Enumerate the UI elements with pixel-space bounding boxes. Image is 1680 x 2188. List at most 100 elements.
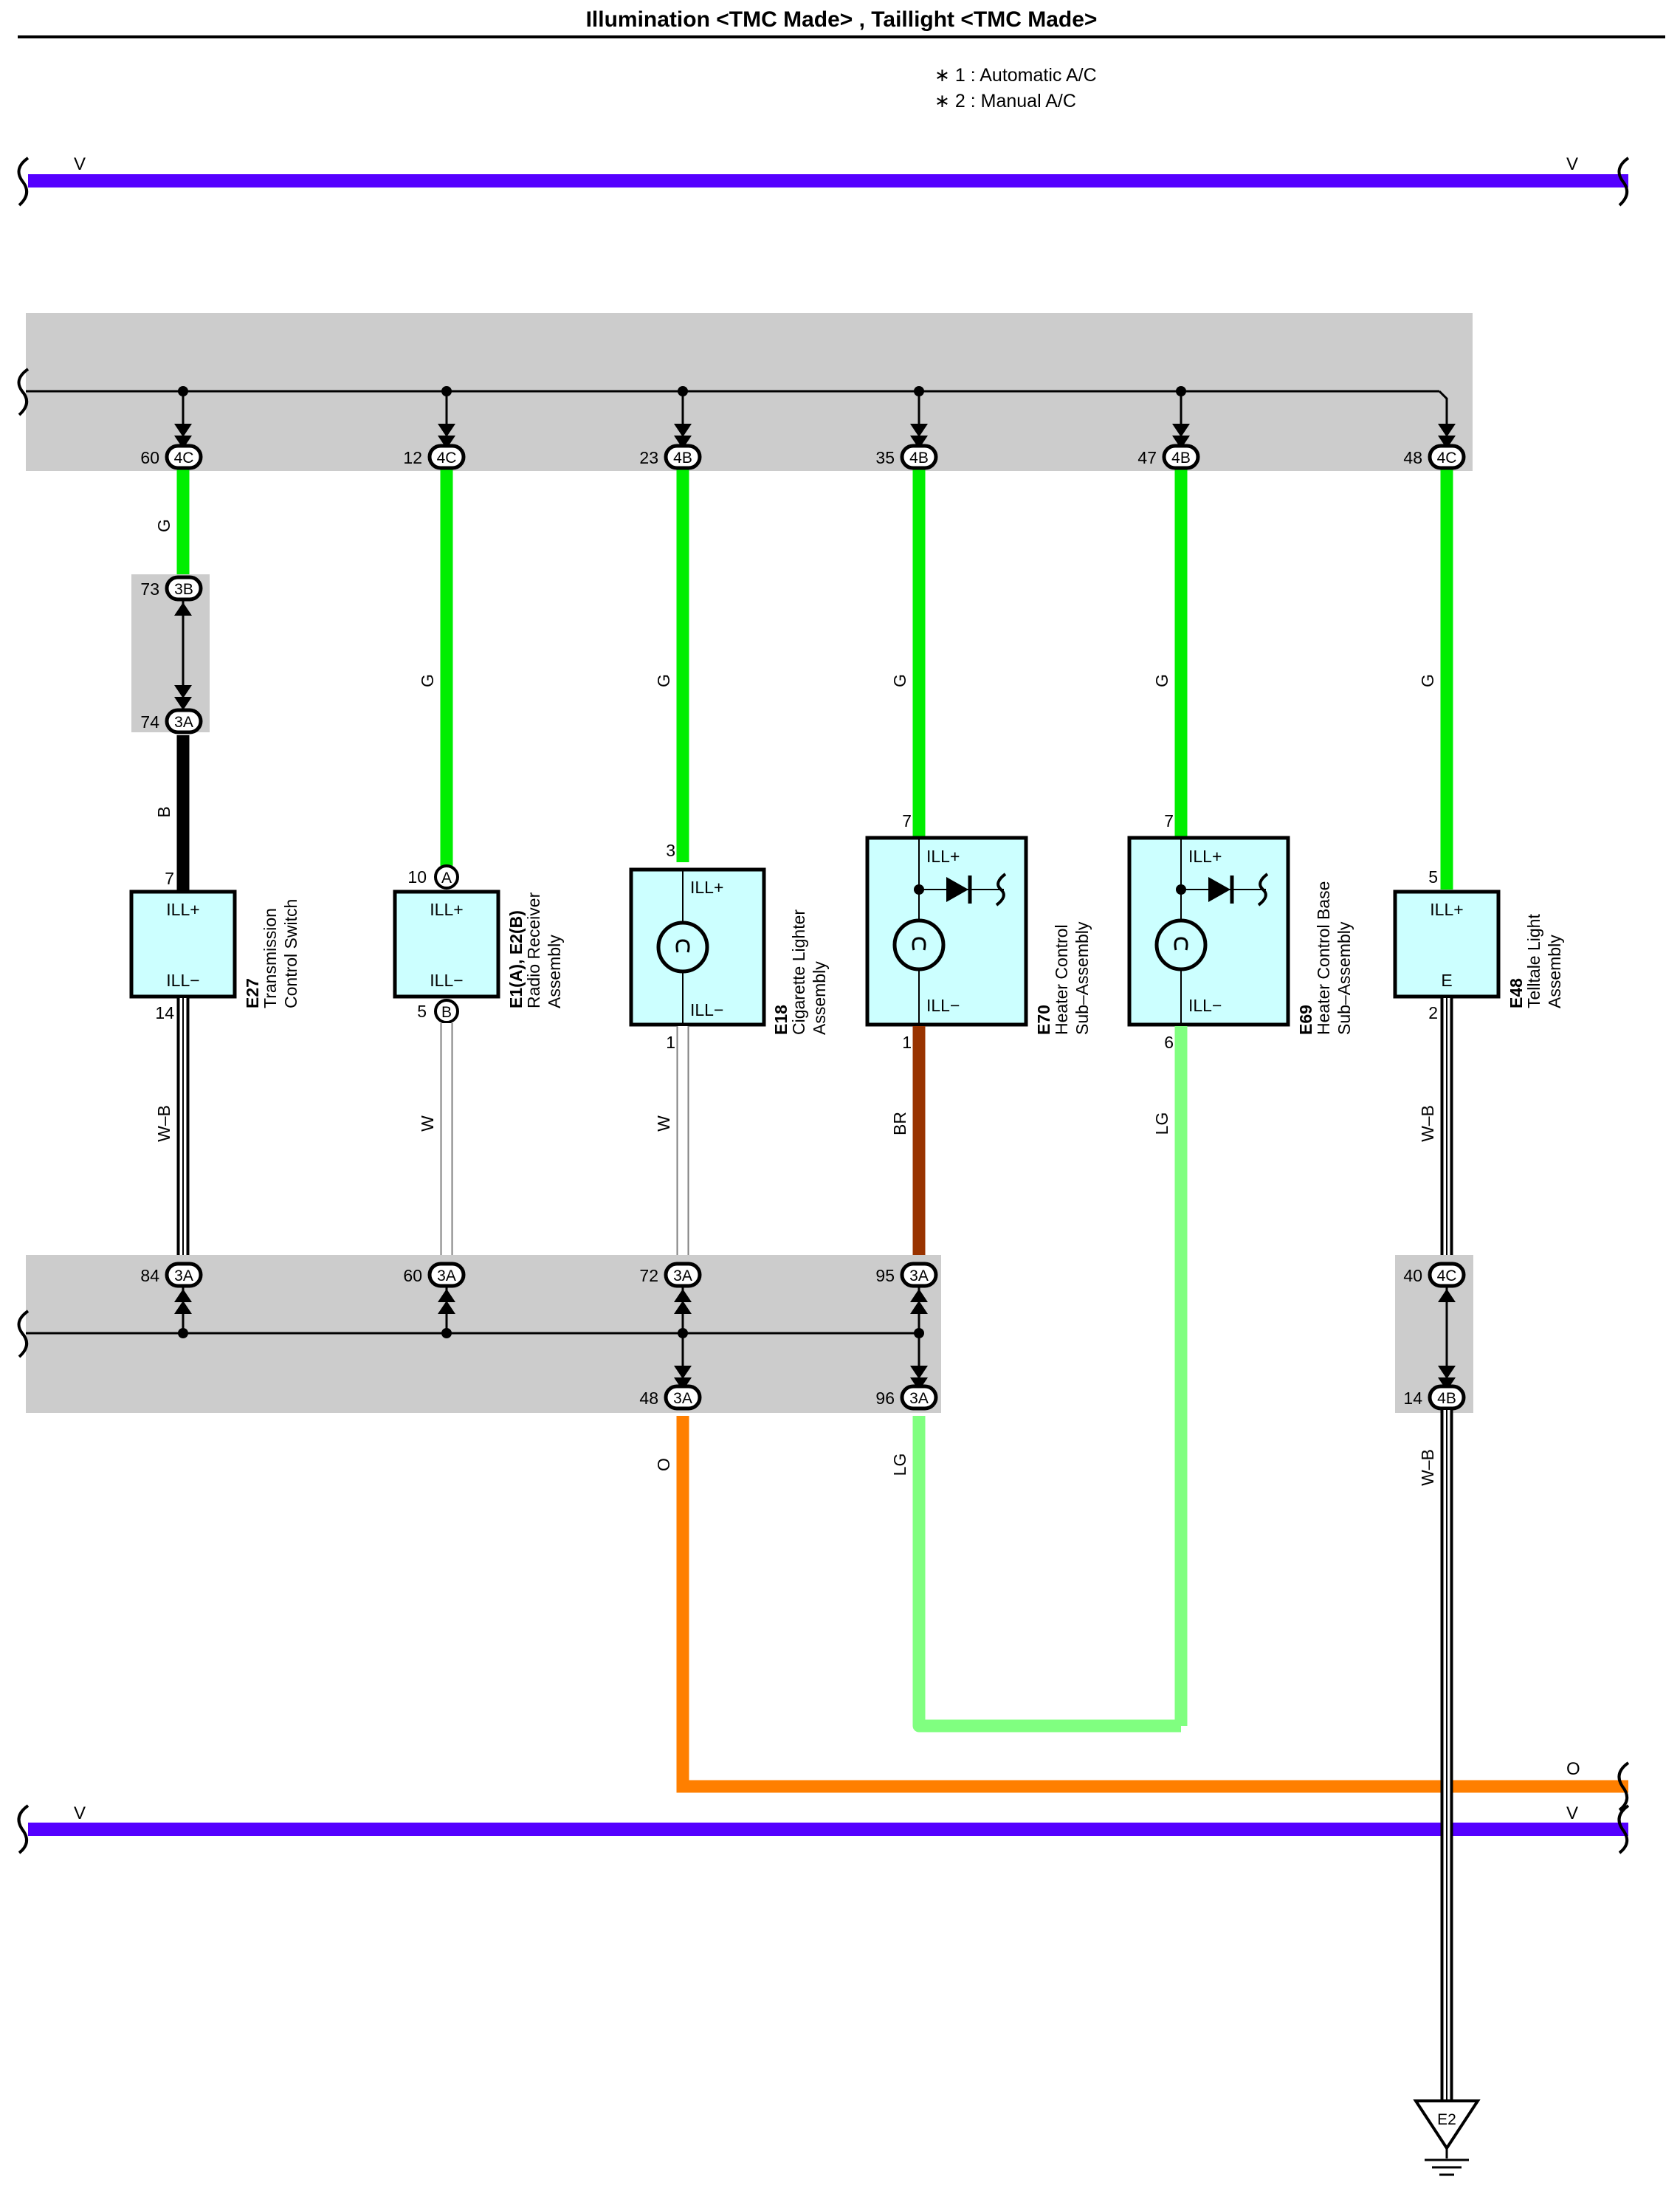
svg-text:4C: 4C [437, 450, 457, 467]
svg-text:72: 72 [639, 1266, 658, 1285]
top-connector-3: 4B 23 [639, 444, 702, 470]
wire-label-b: B [154, 806, 173, 817]
svg-text:Heater Control Base: Heater Control Base [1314, 881, 1333, 1035]
component-e1-e2: ILL+ ILL− A B 10 5 E1(A), E2(B) Radio Re… [393, 864, 564, 1024]
wire-label-lower-2: W [418, 1115, 437, 1132]
svg-text:ILL+: ILL+ [430, 900, 463, 919]
wire-label-upper-2: G [418, 674, 437, 687]
svg-text:7: 7 [1164, 811, 1174, 830]
bottom-connector-95: 3A 95 [875, 1262, 938, 1288]
svg-text:3A: 3A [673, 1390, 692, 1407]
top-connector-1: 4C 60 [140, 444, 203, 470]
svg-text:E69: E69 [1296, 1005, 1315, 1035]
exit-wires [676, 1416, 1628, 1793]
top-connector-6: 4C 48 [1403, 444, 1466, 470]
top-connector-2: 4C 12 [403, 444, 466, 470]
svg-text:Sub–Assembly: Sub–Assembly [1335, 921, 1354, 1035]
diagram-title: Illumination <TMC Made> , Taillight <TMC… [586, 7, 1098, 32]
svg-text:3A: 3A [174, 714, 193, 731]
top-junction-drops [174, 386, 1456, 449]
mid-junction-block [131, 574, 210, 732]
bottom-junction-risers [174, 1284, 928, 1391]
note-2: ∗ 2 : Manual A/C [934, 91, 1076, 111]
svg-text:E: E [1441, 971, 1452, 990]
bottom-connector-48: 3A 48 [639, 1384, 702, 1411]
bottom-bus-break-right [1617, 1804, 1630, 1854]
svg-text:B: B [441, 1004, 452, 1021]
svg-text:35: 35 [875, 448, 895, 467]
svg-text:E70: E70 [1034, 1005, 1053, 1035]
svg-text:Assembly: Assembly [1545, 935, 1564, 1008]
svg-text:3: 3 [666, 841, 675, 860]
svg-text:10: 10 [407, 867, 427, 887]
svg-text:E2: E2 [1437, 2111, 1456, 2128]
wire-label-lower-5: LG [1152, 1112, 1171, 1135]
component-e27: ILL+ ILL− 7 14 E27 Transmission Control … [129, 869, 300, 1022]
svg-text:14: 14 [1403, 1389, 1422, 1408]
svg-text:14: 14 [155, 1003, 174, 1022]
svg-text:ILL+: ILL+ [1188, 847, 1222, 866]
orange-bus-label: O [1566, 1759, 1580, 1779]
svg-text:3A: 3A [909, 1267, 929, 1284]
bottom-connector-40: 4C 40 [1403, 1262, 1466, 1288]
svg-text:E18: E18 [771, 1005, 791, 1035]
wire-label-lower-6: W–B [1418, 1105, 1437, 1142]
wire-label-exit-lg: LG [890, 1453, 909, 1476]
svg-text:ILL+: ILL+ [1430, 900, 1463, 919]
right-junction-arrows [1438, 1289, 1456, 1391]
svg-text:E1(A), E2(B): E1(A), E2(B) [506, 910, 526, 1008]
svg-text:95: 95 [875, 1266, 895, 1285]
note-1: ∗ 1 : Automatic A/C [934, 65, 1097, 86]
svg-text:4C: 4C [1437, 1267, 1457, 1284]
svg-text:7: 7 [165, 869, 174, 888]
component-e69: ILL+ ILL− 7 6 E69 Heater Control Base Su… [1127, 811, 1354, 1052]
svg-text:4B: 4B [1171, 450, 1191, 467]
svg-text:Cigarette Lighter: Cigarette Lighter [789, 909, 808, 1035]
svg-text:ILL+: ILL+ [690, 878, 723, 897]
svg-text:84: 84 [140, 1266, 159, 1285]
wire-label-lower-4: BR [890, 1112, 909, 1135]
svg-text:73: 73 [140, 579, 159, 599]
svg-text:ILL−: ILL− [1188, 996, 1222, 1015]
led-icon [1208, 877, 1230, 902]
svg-text:Transmission: Transmission [261, 908, 280, 1008]
bottom-connector-84: 3A 84 [140, 1262, 203, 1288]
green-wires [176, 465, 1453, 890]
svg-text:4B: 4B [1437, 1390, 1456, 1407]
svg-text:2: 2 [1428, 1003, 1438, 1022]
svg-text:3A: 3A [909, 1390, 929, 1407]
component-e18: ILL+ ILL− 3 1 E18 Cigarette Lighter Asse… [629, 841, 829, 1052]
svg-text:Sub–Assembly: Sub–Assembly [1073, 921, 1092, 1035]
ground-icon: E2 [1413, 2099, 1481, 2176]
svg-text:5: 5 [417, 1002, 427, 1021]
top-junction-break [17, 368, 30, 416]
svg-text:96: 96 [875, 1389, 895, 1408]
wire-label-lower-3: W [654, 1115, 673, 1132]
svg-text:ILL−: ILL− [430, 971, 463, 990]
svg-text:40: 40 [1403, 1266, 1422, 1285]
svg-text:74: 74 [140, 712, 159, 732]
svg-text:ILL−: ILL− [166, 971, 199, 990]
svg-text:3A: 3A [437, 1267, 456, 1284]
led-icon [946, 877, 968, 902]
svg-text:4C: 4C [1437, 450, 1457, 467]
wire-label-lower-1: W–B [154, 1105, 173, 1142]
top-bus-label-left: V [74, 154, 86, 174]
svg-text:Assembly: Assembly [810, 961, 829, 1035]
bottom-bus-break-left [17, 1804, 30, 1854]
svg-text:48: 48 [1403, 448, 1422, 467]
svg-text:Control Switch: Control Switch [281, 899, 300, 1008]
wire-label-upper-3: G [654, 674, 673, 687]
svg-text:Telltale Light: Telltale Light [1524, 914, 1543, 1008]
bottom-junction-break [17, 1310, 30, 1358]
svg-text:5: 5 [1428, 867, 1438, 887]
svg-text:ILL+: ILL+ [166, 900, 199, 919]
svg-text:ILL−: ILL− [926, 996, 960, 1015]
svg-text:1: 1 [902, 1033, 912, 1052]
svg-text:1: 1 [666, 1033, 675, 1052]
svg-text:23: 23 [639, 448, 658, 467]
svg-text:E27: E27 [243, 978, 262, 1008]
svg-text:ILL−: ILL− [690, 1000, 723, 1019]
svg-text:ILL+: ILL+ [926, 847, 960, 866]
